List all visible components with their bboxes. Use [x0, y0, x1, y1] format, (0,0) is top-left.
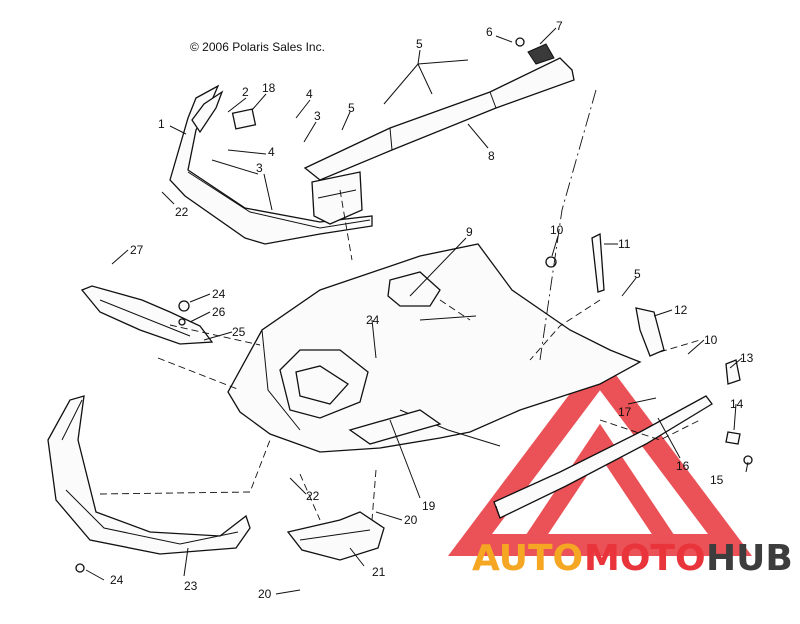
callout-labels: 1 2 18 4 3 4 3 22 5 5 6 7 8 9 10 11 5 12…	[110, 19, 754, 601]
clip-part-7	[527, 43, 555, 65]
callout-22a: 22	[175, 205, 189, 219]
copyright-notice: © 2006 Polaris Sales Inc.	[190, 40, 325, 54]
callout-10a: 10	[550, 223, 564, 237]
callout-26: 26	[212, 305, 226, 319]
right-bracket-assembly	[493, 232, 753, 519]
callout-12: 12	[674, 303, 688, 317]
callout-20b: 20	[258, 587, 272, 601]
callout-25: 25	[232, 325, 246, 339]
decal-part-18	[231, 108, 257, 130]
callout-22b: 22	[306, 489, 320, 503]
callout-1: 1	[158, 117, 165, 131]
watermark-auto: AUTO	[472, 538, 584, 579]
callout-21: 21	[372, 565, 386, 579]
callout-3a: 3	[314, 109, 321, 123]
callout-19: 19	[422, 499, 436, 513]
top-support-beam	[303, 37, 575, 225]
callout-10b: 10	[704, 333, 718, 347]
callout-5a: 5	[348, 101, 355, 115]
callout-4b: 4	[268, 145, 275, 159]
callout-6: 6	[486, 25, 493, 39]
callout-18: 18	[262, 81, 276, 95]
callout-9: 9	[466, 225, 473, 239]
callout-4a: 4	[306, 87, 313, 101]
callout-2: 2	[242, 85, 249, 99]
callout-24a: 24	[212, 287, 226, 301]
front-lower-bumper	[47, 395, 251, 573]
callout-3b: 3	[256, 161, 263, 175]
front-bumper-upper	[169, 84, 373, 245]
callout-7: 7	[556, 19, 563, 33]
callout-5c: 5	[634, 267, 641, 281]
callout-15: 15	[710, 473, 724, 487]
watermark-logo	[447, 353, 753, 556]
callout-24b: 24	[366, 313, 380, 327]
skid-plate	[286, 511, 385, 561]
callout-17: 17	[618, 405, 632, 419]
callout-23: 23	[184, 579, 198, 593]
left-step-plate	[80, 285, 214, 345]
callout-13: 13	[740, 351, 754, 365]
nose-pan-body	[227, 243, 642, 453]
callout-5b: 5	[416, 37, 423, 51]
callout-leaders	[85, 27, 749, 595]
nut-part-6	[515, 37, 525, 47]
callout-27: 27	[130, 243, 144, 257]
callout-8: 8	[488, 149, 495, 163]
watermark-hub: HUB	[706, 538, 793, 579]
callout-16: 16	[676, 459, 690, 473]
callout-14: 14	[730, 397, 744, 411]
callout-24c: 24	[110, 573, 124, 587]
callout-20a: 20	[404, 513, 418, 527]
watermark-moto: MOTO	[584, 538, 706, 579]
leader-lines	[99, 89, 701, 521]
callout-11: 11	[618, 237, 631, 251]
